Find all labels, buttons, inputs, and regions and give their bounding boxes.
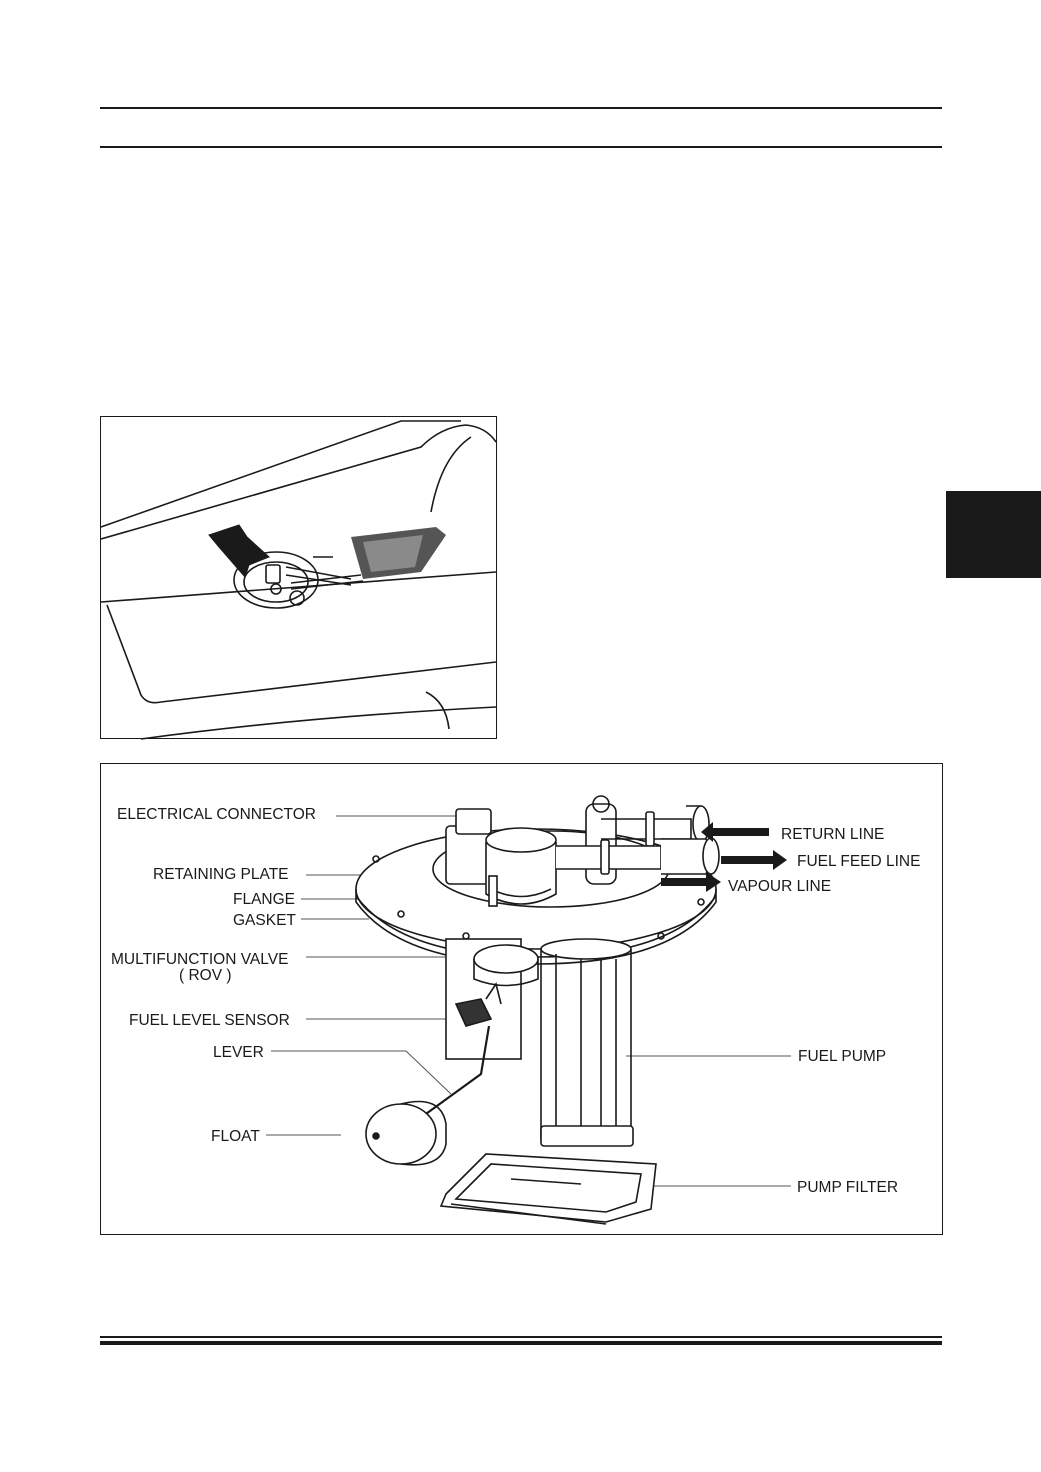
label-fuel-level-sensor: FUEL LEVEL SENSOR — [129, 1012, 290, 1029]
fuel-pump-location-illustration — [101, 420, 497, 740]
label-pump-filter: PUMP FILTER — [797, 1179, 898, 1196]
label-gasket: GASKET — [233, 912, 296, 929]
label-lever: LEVER — [213, 1044, 264, 1061]
flow-arrows — [661, 822, 787, 892]
fuel-pump-module-illustration: ELECTRICAL CONNECTOR RETAINING PLATE FLA… — [111, 795, 920, 1225]
label-return-line: RETURN LINE — [781, 826, 884, 843]
footer-rule-thick — [100, 1341, 942, 1345]
footer-rule-thin — [100, 1336, 942, 1338]
label-float: FLOAT — [211, 1128, 260, 1145]
label-electrical-connector: ELECTRICAL CONNECTOR — [117, 806, 316, 823]
label-fuel-pump: FUEL PUMP — [798, 1048, 886, 1065]
leader-lines — [266, 815, 791, 1187]
label-fuel-feed-line: FUEL FEED LINE — [797, 853, 920, 870]
label-flange: FLANGE — [233, 891, 295, 908]
label-vapour-line: VAPOUR LINE — [728, 878, 831, 895]
header-rule-bottom — [100, 146, 942, 148]
header-rule-top — [100, 107, 942, 109]
fuel-pump-location-figure — [100, 416, 497, 740]
label-multifunction-valve: MULTIFUNCTION VALVE — [111, 951, 288, 968]
chapter-tab — [946, 491, 1041, 578]
label-retaining-plate: RETAINING PLATE — [153, 866, 289, 883]
label-multifunction-valve-sub: ( ROV ) — [179, 967, 232, 984]
fuel-pump-module-figure: ELECTRICAL CONNECTOR RETAINING PLATE FLA… — [100, 763, 943, 1235]
